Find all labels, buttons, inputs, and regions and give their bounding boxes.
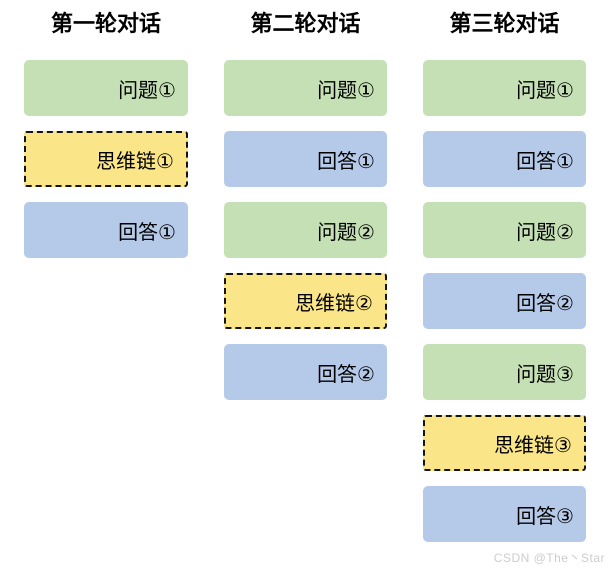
answer-box: 回答①: [24, 202, 188, 258]
question-box: 问题①: [423, 60, 586, 116]
question-box: 问题③: [423, 344, 586, 400]
answer-box: 回答②: [224, 344, 387, 400]
box-label: 回答②: [317, 363, 375, 386]
answer-box: 回答①: [224, 131, 387, 187]
box-label: 思维链①: [96, 150, 174, 173]
box-stack: 问题① 回答① 问题② 思维链② 回答②: [224, 60, 387, 400]
box-label: 问题①: [516, 79, 574, 102]
box-stack: 问题① 思维链① 回答①: [24, 60, 188, 258]
dialogue-column: 第一轮对话问题① 思维链① 回答①: [24, 10, 188, 273]
answer-box: 回答②: [423, 273, 586, 329]
cot-box: 思维链②: [224, 273, 387, 329]
question-box: 问题①: [224, 60, 387, 116]
box-label: 问题①: [118, 79, 176, 102]
dialogue-column: 第二轮对话问题① 回答① 问题② 思维链② 回答②: [224, 10, 387, 415]
csdn-watermark: CSDN @The丶Star: [493, 551, 605, 565]
box-label: 回答③: [516, 505, 574, 528]
box-label: 问题③: [516, 363, 574, 386]
box-label: 问题②: [516, 221, 574, 244]
column-title: 第三轮对话: [449, 11, 560, 36]
box-label: 回答①: [516, 150, 574, 173]
box-stack: 问题① 回答① 问题② 回答② 问题③ 思维链③ 回答③: [423, 60, 586, 542]
box-label: 思维链③: [494, 434, 572, 457]
cot-box: 思维链①: [24, 131, 188, 187]
box-label: 问题②: [317, 221, 375, 244]
question-box: 问题①: [24, 60, 188, 116]
answer-box: 回答③: [423, 486, 586, 542]
dialogue-column: 第三轮对话问题① 回答① 问题② 回答② 问题③ 思维链③ 回答③: [423, 10, 586, 557]
box-label: 思维链②: [295, 292, 373, 315]
box-label: 回答①: [317, 150, 375, 173]
column-title: 第一轮对话: [50, 11, 161, 36]
box-label: 回答①: [118, 221, 176, 244]
question-box: 问题②: [423, 202, 586, 258]
box-label: 问题①: [317, 79, 375, 102]
column-title: 第二轮对话: [250, 11, 361, 36]
cot-box: 思维链③: [423, 415, 586, 471]
question-box: 问题②: [224, 202, 387, 258]
box-label: 回答②: [516, 292, 574, 315]
answer-box: 回答①: [423, 131, 586, 187]
